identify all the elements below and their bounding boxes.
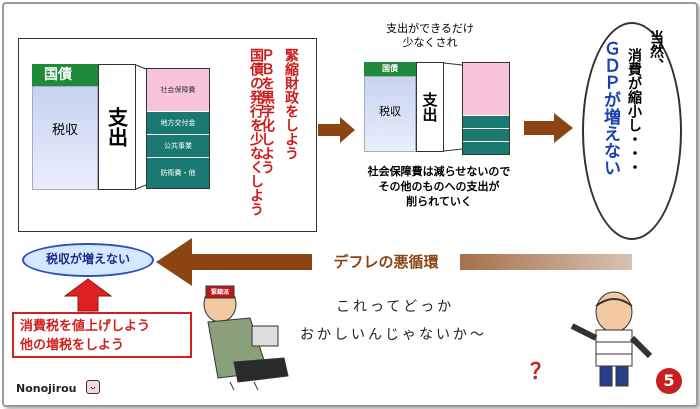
oval-col3: ＧＤＰが増えない — [600, 40, 620, 176]
page-number-badge: 5 — [656, 368, 682, 394]
middle-expense-label: 支出 — [416, 62, 444, 152]
arrow-right-1 — [318, 117, 355, 143]
middle-tax-block: 税収 — [364, 76, 416, 152]
stack-public-works: 公共事業 — [147, 134, 209, 157]
bottom-note-line1: 社会保障費は減らせないので — [367, 165, 511, 178]
top-note-line2: 少なくされ — [402, 36, 458, 49]
expense-stack: 社会保障費 地方交付金 公共事業 防衛費・他 — [146, 68, 210, 189]
red-text-col2: ＰＢを黒字化しよう — [259, 48, 275, 174]
tax-revenue-block: 税収 — [32, 86, 98, 190]
tax-not-increase-bubble: 税収が増えない — [22, 243, 154, 277]
bottom-note-line3: 削られていく — [406, 195, 472, 208]
question-mark: ？ — [530, 360, 553, 385]
bracket-lines — [135, 64, 147, 190]
stack-social-security: 社会保障費 — [147, 69, 209, 111]
stack-defense-other: 防衛費・他 — [147, 157, 209, 188]
bond-label: 国債 — [32, 64, 98, 86]
up-arrow — [64, 278, 112, 312]
speech-line1: これってどっか — [336, 299, 455, 315]
brand-label: Nonojirou — [16, 382, 77, 395]
expense-label: 支出 — [98, 64, 136, 190]
oval-col1: 当然、 — [648, 30, 664, 72]
tax-hike-line2: 他の増税をしよう — [20, 338, 125, 353]
red-text-col3: 国債の発行を少なくしよう — [248, 48, 264, 216]
oval-col2: 消費が縮小し・・・ — [626, 48, 642, 174]
arrow-right-2 — [524, 113, 573, 143]
stack-local-grants: 地方交付金 — [147, 111, 209, 134]
middle-bond-label: 国債 — [364, 62, 416, 76]
austerity-figure — [203, 285, 289, 391]
middle-stack-teal2 — [463, 128, 509, 141]
pointing-character — [570, 291, 653, 387]
middle-expense-stack — [462, 62, 510, 155]
bottom-note-line2: その他のものへの支出が — [378, 180, 500, 193]
middle-stack-teal3 — [463, 141, 509, 154]
cycle-label: デフレの悪循環 — [312, 250, 460, 274]
tax-hike-box: 消費税を値上げしよう 他の増税をしよう — [12, 312, 192, 358]
middle-top-note: 支出ができるだけ 少なくされ — [364, 22, 496, 50]
middle-stack-pink — [463, 63, 509, 115]
figure-sign: 緊縮派 — [210, 289, 229, 296]
speech-line2: おかしいんじゃないか～ — [300, 327, 487, 343]
cat-icon: ᴗ — [86, 380, 100, 394]
gdp-oval — [582, 22, 682, 240]
tax-hike-line1: 消費税を値上げしよう — [20, 319, 151, 334]
middle-bottom-note: 社会保障費は減らせないので その他のものへの支出が 削られていく — [330, 164, 548, 209]
red-text-col1: 緊縮財政をしよう — [283, 48, 299, 160]
middle-stack-teal1 — [463, 115, 509, 128]
middle-bracket — [443, 62, 463, 152]
top-note-line1: 支出ができるだけ — [386, 22, 474, 35]
